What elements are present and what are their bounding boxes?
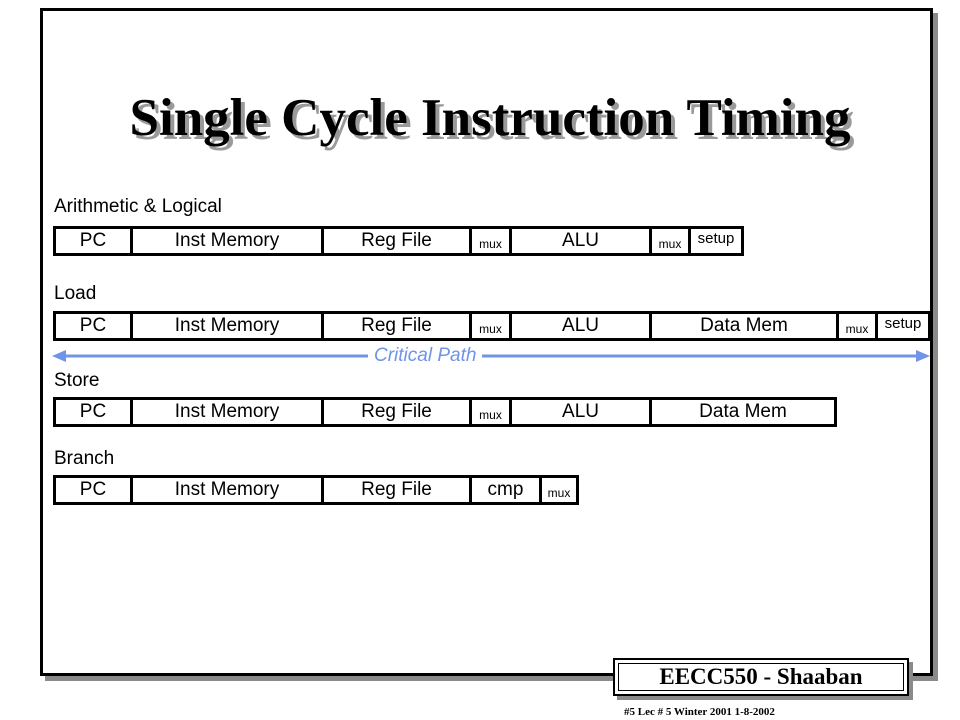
critical-path-arrow [52,350,930,362]
course-badge-text: EECC550 - Shaaban [659,664,863,689]
stage-pc: PC [53,475,133,505]
stage-pc: PC [53,397,133,427]
stage-inst-memory: Inst Memory [130,226,324,256]
row-label-store: Store [54,370,100,391]
critical-path-label: Critical Path [368,345,483,367]
stage-reg-file: Reg File [321,397,472,427]
stage-pc: PC [53,311,133,341]
stage-reg-file: Reg File [321,475,472,505]
course-badge-inner-border [618,663,904,691]
stage-mux: mux [469,311,512,341]
stage-inst-memory: Inst Memory [130,475,324,505]
stage-data-mem: Data Mem [649,311,839,341]
stage-mux: mux [539,475,579,505]
row-label-load: Load [54,283,97,304]
stage-alu: ALU [509,397,652,427]
slide-title: Single Cycle Instruction Timing [129,89,851,147]
row-label-arith: Arithmetic & Logical [54,196,222,217]
stage-mux: mux [469,226,512,256]
stage-data-mem: Data Mem [649,397,837,427]
stage-reg-file: Reg File [321,311,472,341]
stage-inst-memory: Inst Memory [130,311,324,341]
course-badge: EECC550 - Shaaban [613,658,909,696]
row-label-branch: Branch [54,448,115,469]
stage-pc: PC [53,226,133,256]
stage-setup: setup [688,226,744,256]
stage-inst-memory: Inst Memory [130,397,324,427]
stage-alu: ALU [509,311,652,341]
slide-frame [40,8,933,676]
stage-alu: ALU [509,226,652,256]
stage-reg-file: Reg File [321,226,472,256]
slide-footnote: #5 Lec # 5 Winter 2001 1-8-2002 [624,706,775,718]
stage-mux: mux [649,226,691,256]
stage-mux: mux [469,397,512,427]
stage-setup: setup [875,311,931,341]
stage-cmp: cmp [469,475,542,505]
stage-mux: mux [836,311,878,341]
